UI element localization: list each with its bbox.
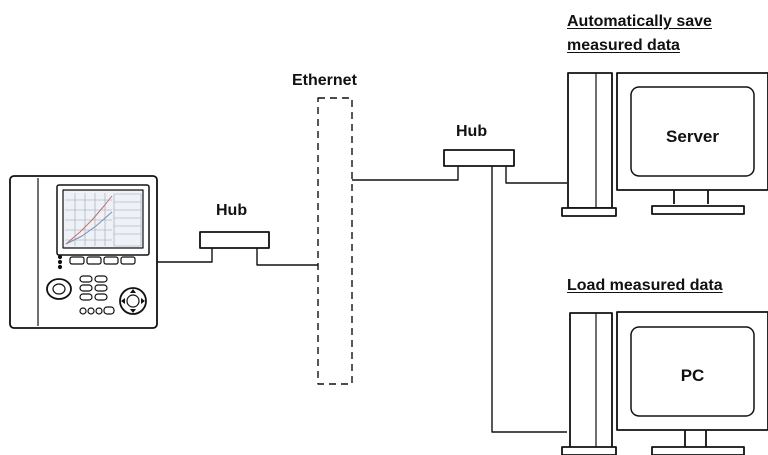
pc-label: PC [680,366,705,385]
server-label: Server [666,127,719,146]
hub-left-icon [199,231,270,249]
server-caption-line2: measured data [567,37,680,54]
pc-caption: Load measured data [567,277,723,294]
hub-right-icon [443,149,515,167]
hub-right-label: Hub [456,123,488,140]
server-computer-icon [561,72,768,217]
ethernet-backbone [317,97,353,385]
recorder-device-icon [9,175,158,329]
hub-left-label: Hub [216,202,248,219]
network-cables [157,166,567,433]
server-caption-line1: Automatically save [567,13,712,30]
ethernet-label: Ethernet [292,72,357,89]
pc-computer-icon [561,311,768,455]
